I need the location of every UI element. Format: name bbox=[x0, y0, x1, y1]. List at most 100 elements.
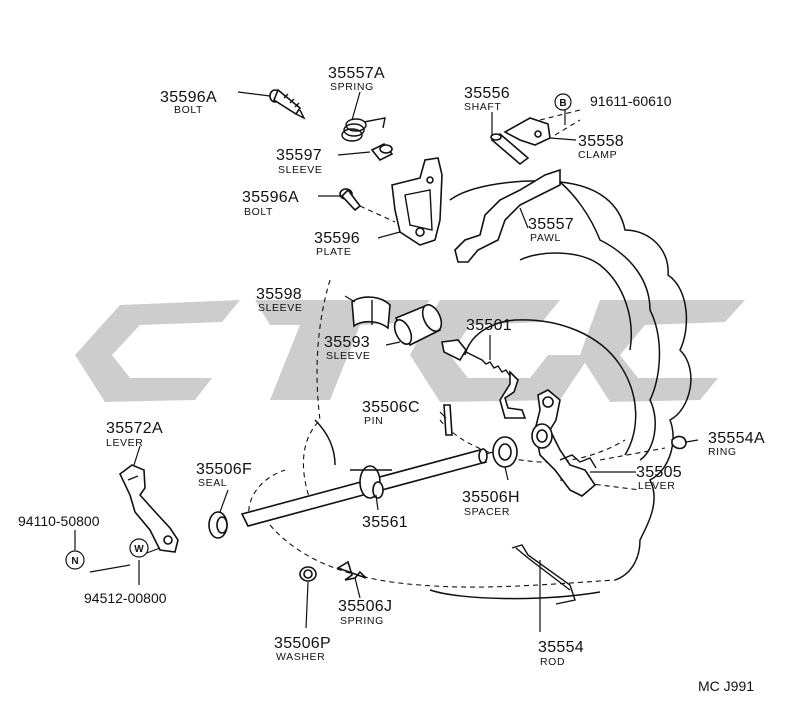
callout-35598: 35598 SLEEVE bbox=[256, 286, 302, 314]
callout-35597: 35597 SLEEVE bbox=[276, 147, 322, 176]
part-name: CLAMP bbox=[578, 149, 617, 161]
part-name: SLEEVE bbox=[326, 350, 370, 362]
shaft-35561 bbox=[240, 448, 488, 527]
part-number: 35596A bbox=[160, 89, 217, 106]
fastener-b-callout: B 91611-60610 bbox=[554, 93, 672, 111]
w-part-number: 94512-00800 bbox=[84, 590, 167, 606]
part-name: LEVER bbox=[638, 480, 675, 492]
part-name: SHAFT bbox=[464, 101, 501, 113]
callout-35506c: 35506C PIN bbox=[362, 399, 420, 427]
watermark-letter-4 bbox=[410, 300, 590, 402]
detent-rod-35501 bbox=[441, 339, 527, 419]
spring-35506j bbox=[336, 560, 367, 581]
ring-35554a bbox=[671, 435, 687, 450]
callout-35505: 35505 LEVER bbox=[636, 464, 682, 492]
part-name: WASHER bbox=[276, 651, 325, 663]
part-number: 35506C bbox=[362, 399, 420, 416]
clamp-35558 bbox=[503, 117, 551, 146]
b-part-number: 91611-60610 bbox=[590, 93, 672, 109]
part-name: BOLT bbox=[174, 104, 203, 116]
callout-35506p: 35506P WASHER bbox=[274, 635, 331, 663]
part-number: 35596A bbox=[242, 189, 299, 206]
sleeve-35597 bbox=[370, 142, 394, 162]
plate-35596 bbox=[391, 157, 443, 246]
n-symbol: N bbox=[71, 556, 78, 567]
watermark-letter-2 bbox=[255, 300, 430, 400]
callout-35572a: 35572A LEVER bbox=[106, 420, 163, 449]
callout-35506f: 35506F SEAL bbox=[196, 461, 252, 489]
part-name: PIN bbox=[364, 415, 383, 427]
part-number: 35556 bbox=[464, 85, 510, 102]
bolt-35596a-mid bbox=[339, 188, 362, 212]
n-part-number: 94110-50800 bbox=[18, 513, 100, 529]
part-name: SPRING bbox=[330, 81, 374, 93]
part-number: 35506P bbox=[274, 635, 331, 652]
pawl-35557 bbox=[454, 168, 561, 263]
part-name: SEAL bbox=[198, 477, 227, 489]
part-number: 35558 bbox=[578, 133, 624, 150]
callout-35557a: 35557A SPRING bbox=[328, 65, 385, 93]
watermark-letter-1 bbox=[75, 300, 240, 402]
part-number: 35597 bbox=[276, 147, 322, 164]
part-name: RING bbox=[708, 446, 737, 458]
b-symbol-circle bbox=[554, 93, 572, 111]
callout-35501: 35501 bbox=[466, 317, 512, 334]
part-name: SLEEVE bbox=[278, 164, 322, 176]
lever-35505 bbox=[531, 389, 597, 497]
part-name: PLATE bbox=[316, 246, 351, 258]
sleeve-35593 bbox=[393, 304, 443, 347]
w-symbol-circle bbox=[129, 538, 149, 558]
n-symbol-circle bbox=[65, 550, 85, 570]
part-name: SPRING bbox=[340, 615, 384, 627]
callout-35556: 35556 SHAFT bbox=[464, 85, 510, 113]
lever-35572a bbox=[118, 464, 179, 553]
callout-35554a: 35554A RING bbox=[708, 430, 765, 458]
part-number: 35506F bbox=[196, 461, 252, 478]
part-number: 35554A bbox=[708, 430, 765, 447]
callout-35561: 35561 bbox=[362, 514, 408, 531]
part-name: LEVER bbox=[106, 437, 143, 449]
transmission-case-outline bbox=[248, 180, 692, 600]
bolt-35596a-top bbox=[269, 88, 306, 120]
w-symbol: W bbox=[134, 544, 144, 555]
part-name: SLEEVE bbox=[258, 302, 302, 314]
part-name: SPACER bbox=[464, 506, 510, 518]
callout-35596a-mid: 35596A BOLT bbox=[242, 189, 299, 218]
shaft-35556 bbox=[490, 132, 530, 166]
seal-35506f bbox=[208, 511, 228, 539]
watermark-letter-3 bbox=[270, 325, 340, 400]
diagram-code: MC J991 bbox=[698, 678, 754, 694]
part-number: 35505 bbox=[636, 464, 682, 481]
part-name: BOLT bbox=[244, 206, 273, 218]
callout-35506h: 35506H SPACER bbox=[462, 489, 520, 518]
pin-35506c bbox=[443, 404, 453, 436]
part-number: 35554 bbox=[538, 639, 584, 656]
callout-35558: 35558 CLAMP bbox=[578, 133, 624, 161]
sleeve-35598 bbox=[351, 296, 391, 330]
spring-35557a bbox=[341, 117, 386, 142]
part-number: 35593 bbox=[324, 334, 370, 351]
callout-35554: 35554 ROD bbox=[538, 639, 584, 668]
part-number: 35561 bbox=[362, 514, 408, 531]
callout-35596a-top: 35596A BOLT bbox=[160, 89, 217, 116]
washer-35506p bbox=[299, 566, 317, 582]
watermark-logo bbox=[75, 300, 745, 402]
part-number: 35557 bbox=[528, 216, 574, 233]
part-name: ROD bbox=[540, 656, 565, 668]
part-number: 35596 bbox=[314, 230, 360, 247]
fastener-w-callout: W 94512-00800 bbox=[84, 538, 167, 606]
part-name: PAWL bbox=[530, 232, 561, 244]
part-number: 35506J bbox=[338, 598, 392, 615]
callout-35506j: 35506J SPRING bbox=[338, 598, 392, 627]
leader-lines bbox=[74, 91, 699, 632]
watermark-letter-5 bbox=[580, 300, 745, 402]
callout-35593: 35593 SLEEVE bbox=[324, 334, 370, 362]
part-number: 35572A bbox=[106, 420, 163, 437]
part-number: 35598 bbox=[256, 286, 302, 303]
b-symbol: B bbox=[559, 98, 566, 109]
part-number: 35501 bbox=[466, 317, 512, 334]
part-number: 35557A bbox=[328, 65, 385, 82]
part-number: 35506H bbox=[462, 489, 520, 506]
